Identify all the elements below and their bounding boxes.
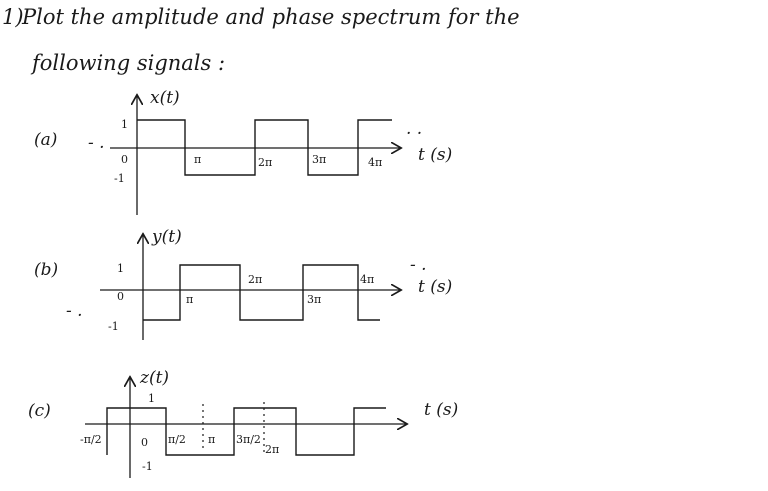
plot-b: (b) - . y(t) 1 0 -1 π 2π 3π 4π - . t (s) — [34, 227, 452, 340]
part-a-tick-3pi: 3π — [312, 153, 326, 166]
part-b-tick-2pi: 2π — [248, 273, 262, 286]
part-b-level-low: -1 — [108, 320, 119, 333]
part-b-origin: 0 — [117, 290, 124, 303]
part-c-origin: 0 — [141, 436, 148, 449]
part-a-label: (a) — [34, 130, 57, 150]
part-a-level-low: -1 — [114, 172, 125, 185]
part-a-square-wave — [137, 119, 392, 176]
part-a-dots-left: - . — [88, 133, 105, 153]
part-a-level-high: 1 — [121, 118, 128, 131]
part-a-tick-4pi: 4π — [368, 156, 382, 169]
part-c-time-axis-label: t (s) — [424, 400, 458, 420]
part-b-tick-pi: π — [186, 293, 193, 306]
plot-a: (a) - . x(t) 1 0 -1 π 2π 3π 4π . . t (s) — [34, 88, 452, 215]
part-c-tick-2pi: 2π — [265, 443, 279, 456]
part-b-tick-4pi: 4π — [360, 273, 374, 286]
problem-statement-line2: following signals : — [30, 51, 225, 75]
part-b-signal-name: y(t) — [151, 227, 182, 247]
part-a-dots-right: . . — [406, 119, 422, 139]
part-a-time-axis-label: t (s) — [418, 145, 452, 165]
part-b-level-high: 1 — [117, 262, 124, 275]
part-c-tick-half-pi: π/2 — [168, 433, 186, 446]
problem-number: 1) — [2, 5, 24, 29]
part-b-dots-left: - . — [66, 301, 83, 321]
part-b-time-axis-label: t (s) — [418, 277, 452, 297]
part-c-level-low: -1 — [142, 460, 153, 473]
part-c-tick-neg-half-pi: -π/2 — [80, 433, 102, 446]
part-c-signal-name: z(t) — [139, 368, 169, 388]
part-c-label: (c) — [28, 401, 51, 421]
part-a-origin: 0 — [121, 153, 128, 166]
part-a-signal-name: x(t) — [150, 88, 180, 108]
part-b-square-wave — [143, 264, 380, 321]
part-b-tick-3pi: 3π — [307, 293, 321, 306]
part-a-tick-2pi: 2π — [258, 156, 272, 169]
part-c-tick-pi: π — [208, 433, 215, 446]
part-c-square-wave — [106, 407, 386, 456]
problem-statement-line1: Plot the amplitude and phase spectrum fo… — [21, 5, 520, 29]
plot-c: (c) z(t) 1 0 -1 -π/2 π/2 π 3π/2 2π t (s) — [28, 368, 458, 478]
part-c-tick-three-half-pi: 3π/2 — [236, 433, 261, 446]
part-b-dots-right: - . — [410, 255, 427, 275]
part-c-level-high: 1 — [148, 392, 155, 405]
part-b-label: (b) — [34, 260, 58, 280]
part-a-tick-pi: π — [194, 153, 201, 166]
